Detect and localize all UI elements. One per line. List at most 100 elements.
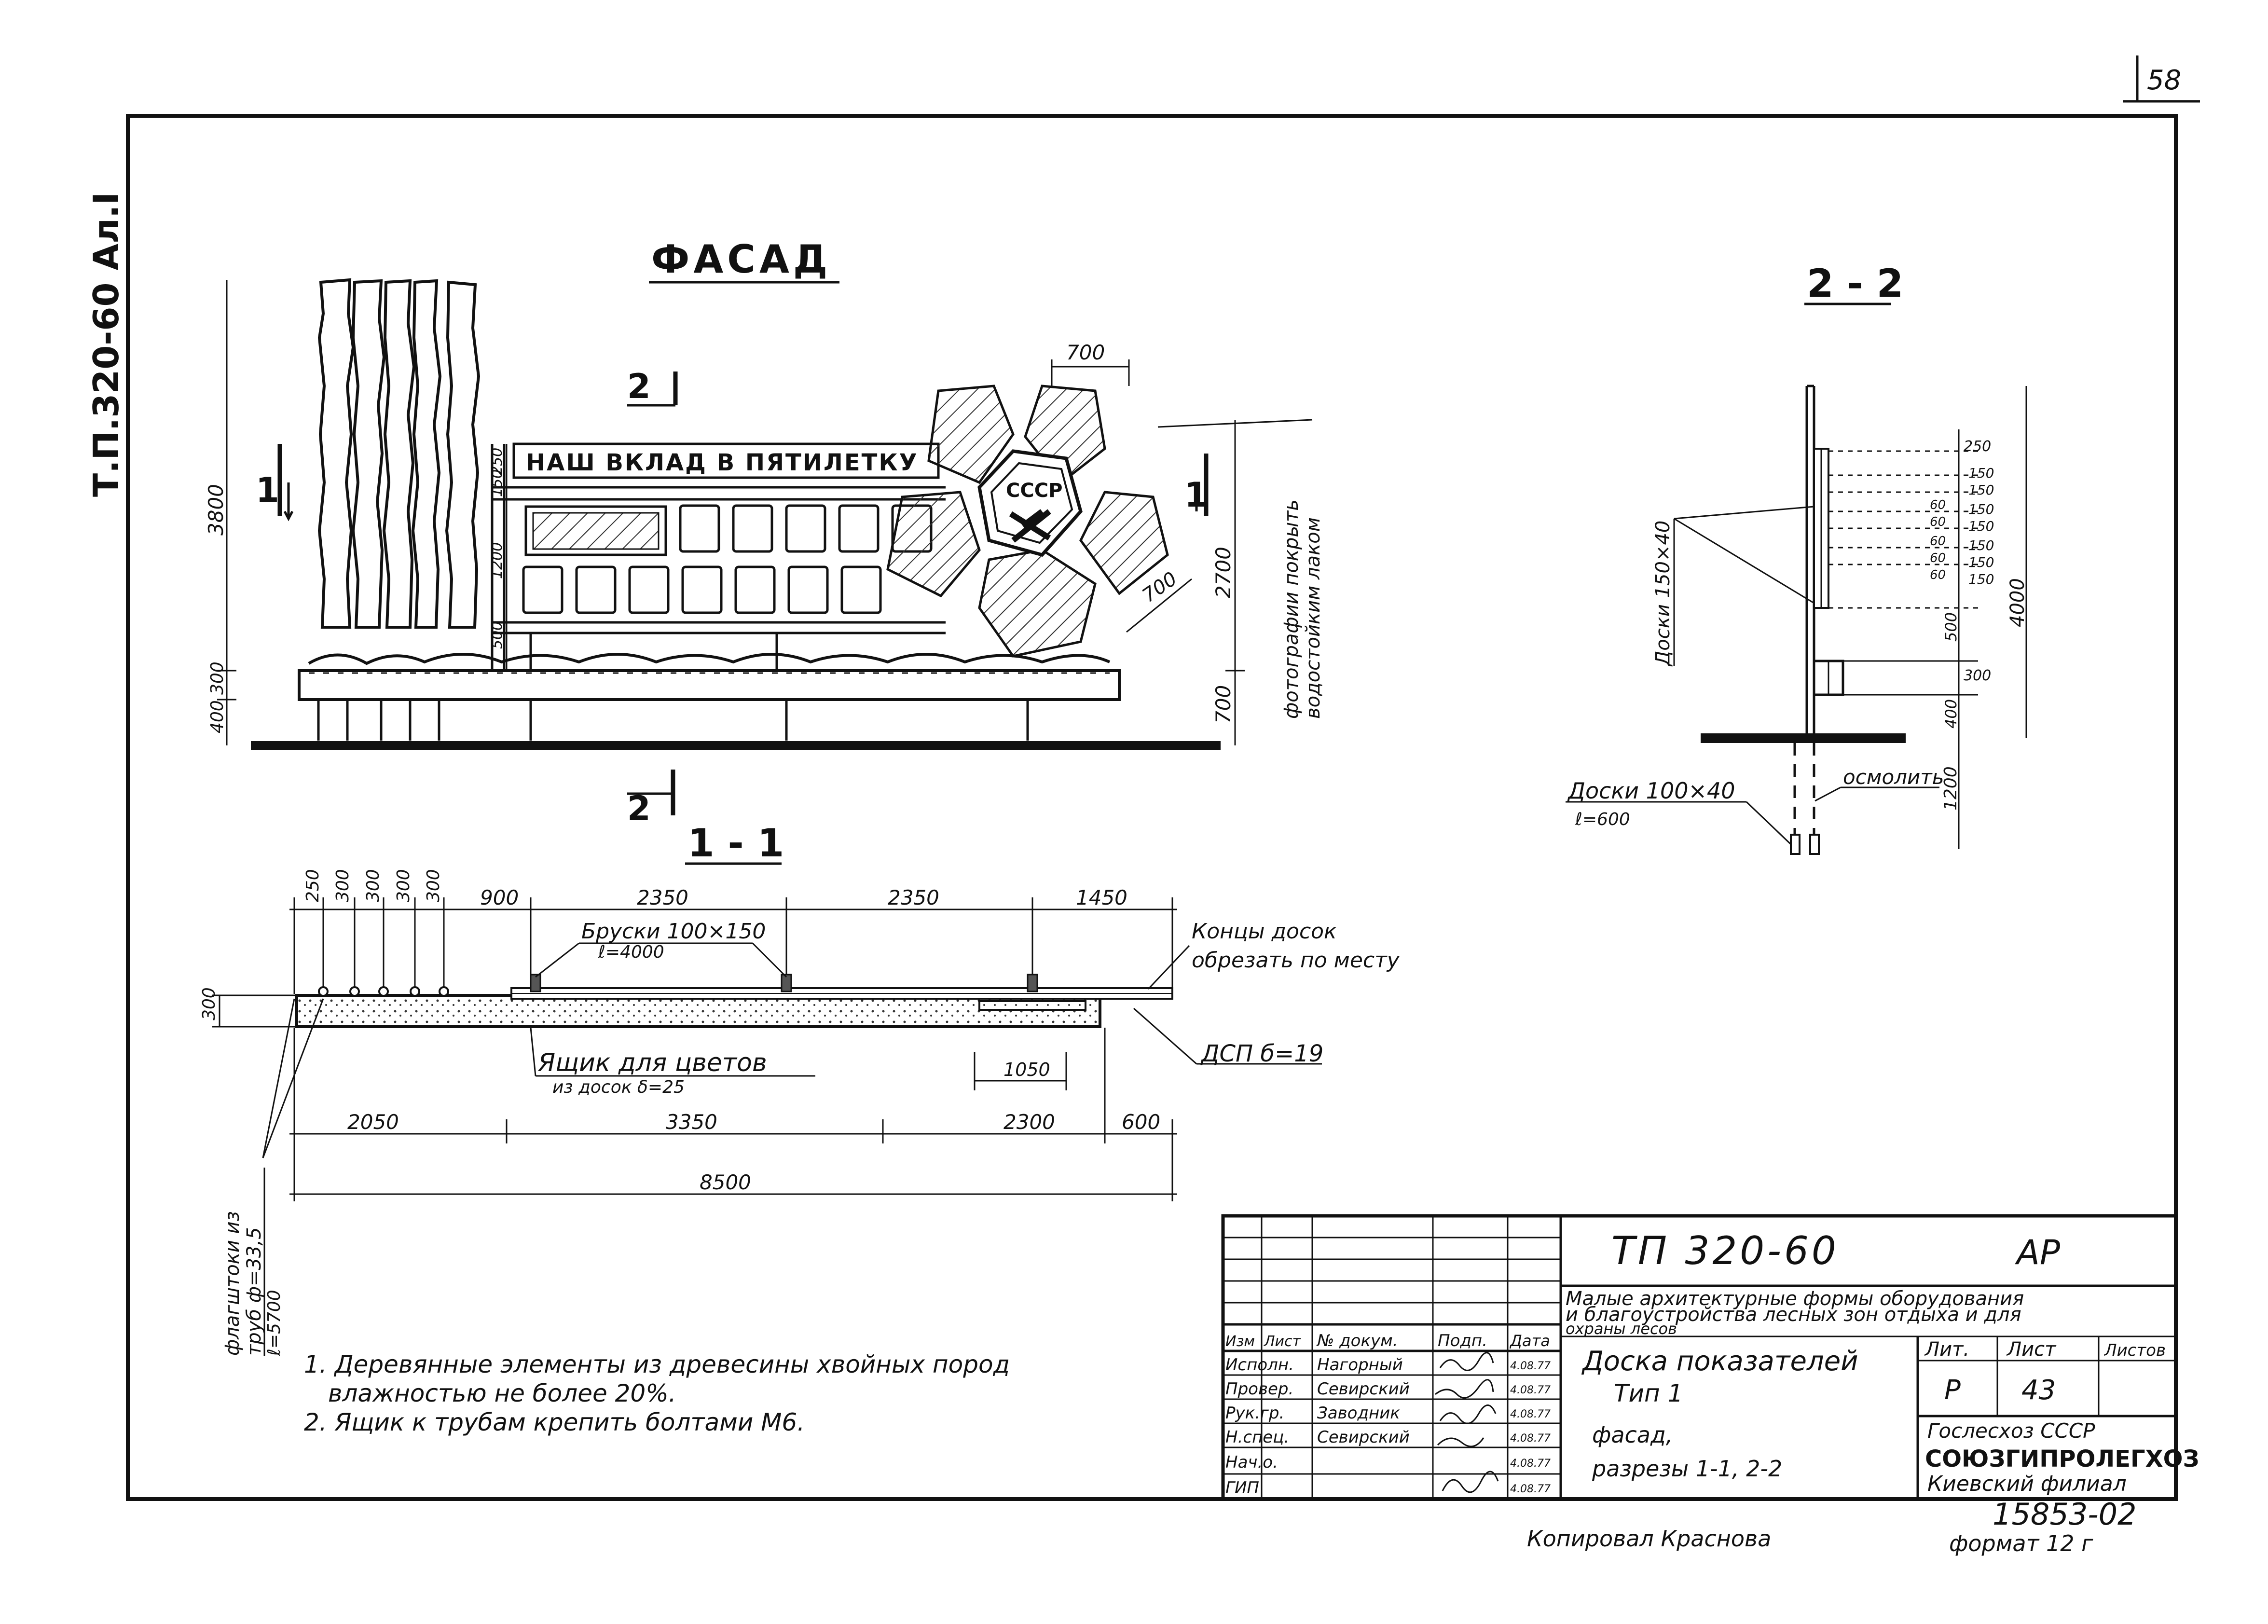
flagpoles-1: флагштоки из <box>221 1211 244 1356</box>
section-2-2-title: 2 - 2 <box>1807 261 1903 306</box>
dim-400: 400 <box>207 700 227 733</box>
wooden-posts <box>317 278 481 629</box>
tb-org-2: СОЮЗГИПРОЛЕГХОЗ <box>1925 1445 2199 1473</box>
dim-1-1-bot-2: 2300 <box>1003 1110 1055 1134</box>
copied-by: Копировал Краснова <box>1527 1526 1771 1552</box>
tb-sheet-title-1: Доска показателей <box>1581 1346 1858 1377</box>
dim-overall-8500: 8500 <box>700 1170 751 1194</box>
cut-2-top: 2 <box>627 367 651 406</box>
cut-1-right: 1 <box>1184 475 1208 515</box>
note-2: 2. Ящик к трубам крепить болтами М6. <box>304 1408 805 1436</box>
dim-1-1-top-3: 300 <box>394 869 413 902</box>
note-1b: влажностью не более 20%. <box>328 1379 676 1407</box>
facade-title: ФАСАД <box>651 237 831 282</box>
section-1-1-title: 1 - 1 <box>687 821 784 866</box>
svg-text:4.08.77: 4.08.77 <box>1510 1458 1551 1470</box>
dim-3800: 3800 <box>204 484 228 536</box>
dim-2-2-10: 400 <box>1942 699 1960 729</box>
tb-lit-label: Лит. <box>1924 1338 1969 1361</box>
dim-150: 150 <box>489 469 506 497</box>
svg-text:Провер.: Провер. <box>1225 1379 1293 1399</box>
flagpoles-3: ℓ=5700 <box>264 1290 284 1356</box>
dim-1-1-top-4: 300 <box>424 869 443 902</box>
format: формат 12 г <box>1949 1530 2093 1556</box>
dim-1-1-top-8: 1450 <box>1076 886 1127 909</box>
dim-250: 250 <box>489 448 506 475</box>
ends-note-1: Концы досок <box>1192 919 1337 944</box>
tb-lit-value: Р <box>1944 1375 1961 1406</box>
tb-org-1: Гослесхоз СССР <box>1927 1419 2095 1443</box>
display-board: НАШ ВКЛАД В ПЯТИЛЕТКУ <box>491 442 946 671</box>
dim-2-2-1: 150 <box>1968 465 1994 481</box>
level-lines <box>1828 450 1978 696</box>
dim-2-2-9: 300 <box>1964 667 1991 684</box>
dim-1-1-top-2: 300 <box>363 869 383 902</box>
dim-1-1-bot-3: 600 <box>1122 1110 1160 1134</box>
cut-marks: 1 1 2 2 <box>256 367 1209 828</box>
tb-sheet-title-3: фасад, <box>1592 1422 1673 1448</box>
flagpoles-2: труб ф=33,5 <box>243 1227 265 1356</box>
emblem-text: СССР <box>1006 480 1062 502</box>
dim-1-1-top-7: 2350 <box>888 886 939 909</box>
svg-text:4.08.77: 4.08.77 <box>1510 1432 1551 1445</box>
photo-frames-row-2 <box>522 565 882 614</box>
title-block: Изм Лист № докум. Подп. Дата Исполн. Наг… <box>1221 1214 2199 1501</box>
tb-section-code: АР <box>2015 1233 2061 1272</box>
footer: Копировал Краснова 15853-02 формат 12 г <box>1527 1497 2137 1556</box>
dim-1-1-top-5: 900 <box>480 886 519 909</box>
dim-2-2-11: 1200 <box>1941 766 1961 811</box>
tb-col-date: Дата <box>1509 1332 1550 1350</box>
svg-text:Севирский: Севирский <box>1317 1428 1410 1447</box>
dim-1200: 1200 <box>489 542 506 579</box>
tb-list-value: 43 <box>2021 1375 2056 1406</box>
svg-text:Рук.гр.: Рук.гр. <box>1225 1404 1284 1423</box>
svg-text:60: 60 <box>1930 568 1946 582</box>
boards-label: Доски 150×40 <box>1652 521 1674 667</box>
svg-text:60: 60 <box>1930 551 1946 565</box>
tb-project-3: охраны лесов <box>1566 1320 1677 1338</box>
dim-2-2-6: 150 <box>1968 554 1994 570</box>
board-inner-dims: 250 150 1200 500 <box>489 444 508 671</box>
dim-2-2-2: 150 <box>1968 482 1994 498</box>
section-2-2: 2 - 2 250 <box>1566 261 2029 855</box>
svg-text:4.08.77: 4.08.77 <box>1510 1384 1551 1396</box>
dim-1-1-300: 300 <box>199 987 219 1020</box>
dim-2-2-0: 250 <box>1964 438 1991 455</box>
ends-note-2: обрезать по месту <box>1192 948 1400 973</box>
svg-text:Нач.о.: Нач.о. <box>1225 1453 1278 1472</box>
box-sub: из досок δ=25 <box>552 1077 685 1097</box>
svg-text:60: 60 <box>1930 534 1946 549</box>
tb-col-doc: № докум. <box>1316 1331 1398 1350</box>
tb-listov-label: Листов <box>2103 1341 2166 1360</box>
svg-text:Исполн.: Исполн. <box>1225 1355 1294 1375</box>
boards-bottom-2: ℓ=600 <box>1575 810 1630 829</box>
notes: 1. Деревянные элементы из древесины хвой… <box>304 1350 1010 1436</box>
svg-text:60: 60 <box>1930 515 1946 529</box>
section-1-1: 1 - 1 250 300 300 300 300 900 2350 2350 … <box>199 821 1400 1356</box>
doc-number: 15853-02 <box>1993 1497 2137 1532</box>
svg-text:60: 60 <box>1930 498 1946 512</box>
box-label: Ящик для цветов <box>537 1048 767 1077</box>
tb-people: Исполн. Нагорный 4.08.77 Провер. Севирск… <box>1225 1355 1551 1498</box>
banner-text: НАШ ВКЛАД В ПЯТИЛЕТКУ <box>526 449 919 476</box>
tb-signatures <box>1435 1352 1499 1493</box>
photo-note-2: водостойким лаком <box>1302 517 1324 719</box>
tb-sheet-title-4: разрезы 1-1, 2-2 <box>1592 1456 1782 1482</box>
dim-300: 300 <box>207 661 227 695</box>
bars-length: ℓ=4000 <box>598 942 664 962</box>
svg-text:Севирский: Севирский <box>1317 1379 1410 1399</box>
dim-700: 700 <box>1211 685 1235 724</box>
tb-col-sign: Подп. <box>1438 1331 1487 1350</box>
svg-text:4.08.77: 4.08.77 <box>1510 1360 1551 1372</box>
tb-list-label: Лист <box>2006 1338 2057 1361</box>
dim-1-1-bot-0: 2050 <box>347 1110 399 1134</box>
dim-2-2-5: 150 <box>1968 537 1994 553</box>
side-stamp: Т.П.320-60 Ал.I <box>86 192 126 497</box>
dim-1-1-top-6: 2350 <box>637 886 688 909</box>
svg-text:ГИП: ГИП <box>1225 1478 1259 1498</box>
dim-1050: 1050 <box>1003 1059 1050 1080</box>
photo-note-1: фотографии покрыть <box>1280 499 1303 719</box>
bars-label: Бруски 100×150 <box>581 919 766 944</box>
facade-view: ФАСАД 1 1 2 2 НАШ ВКЛАД <box>204 237 1324 828</box>
